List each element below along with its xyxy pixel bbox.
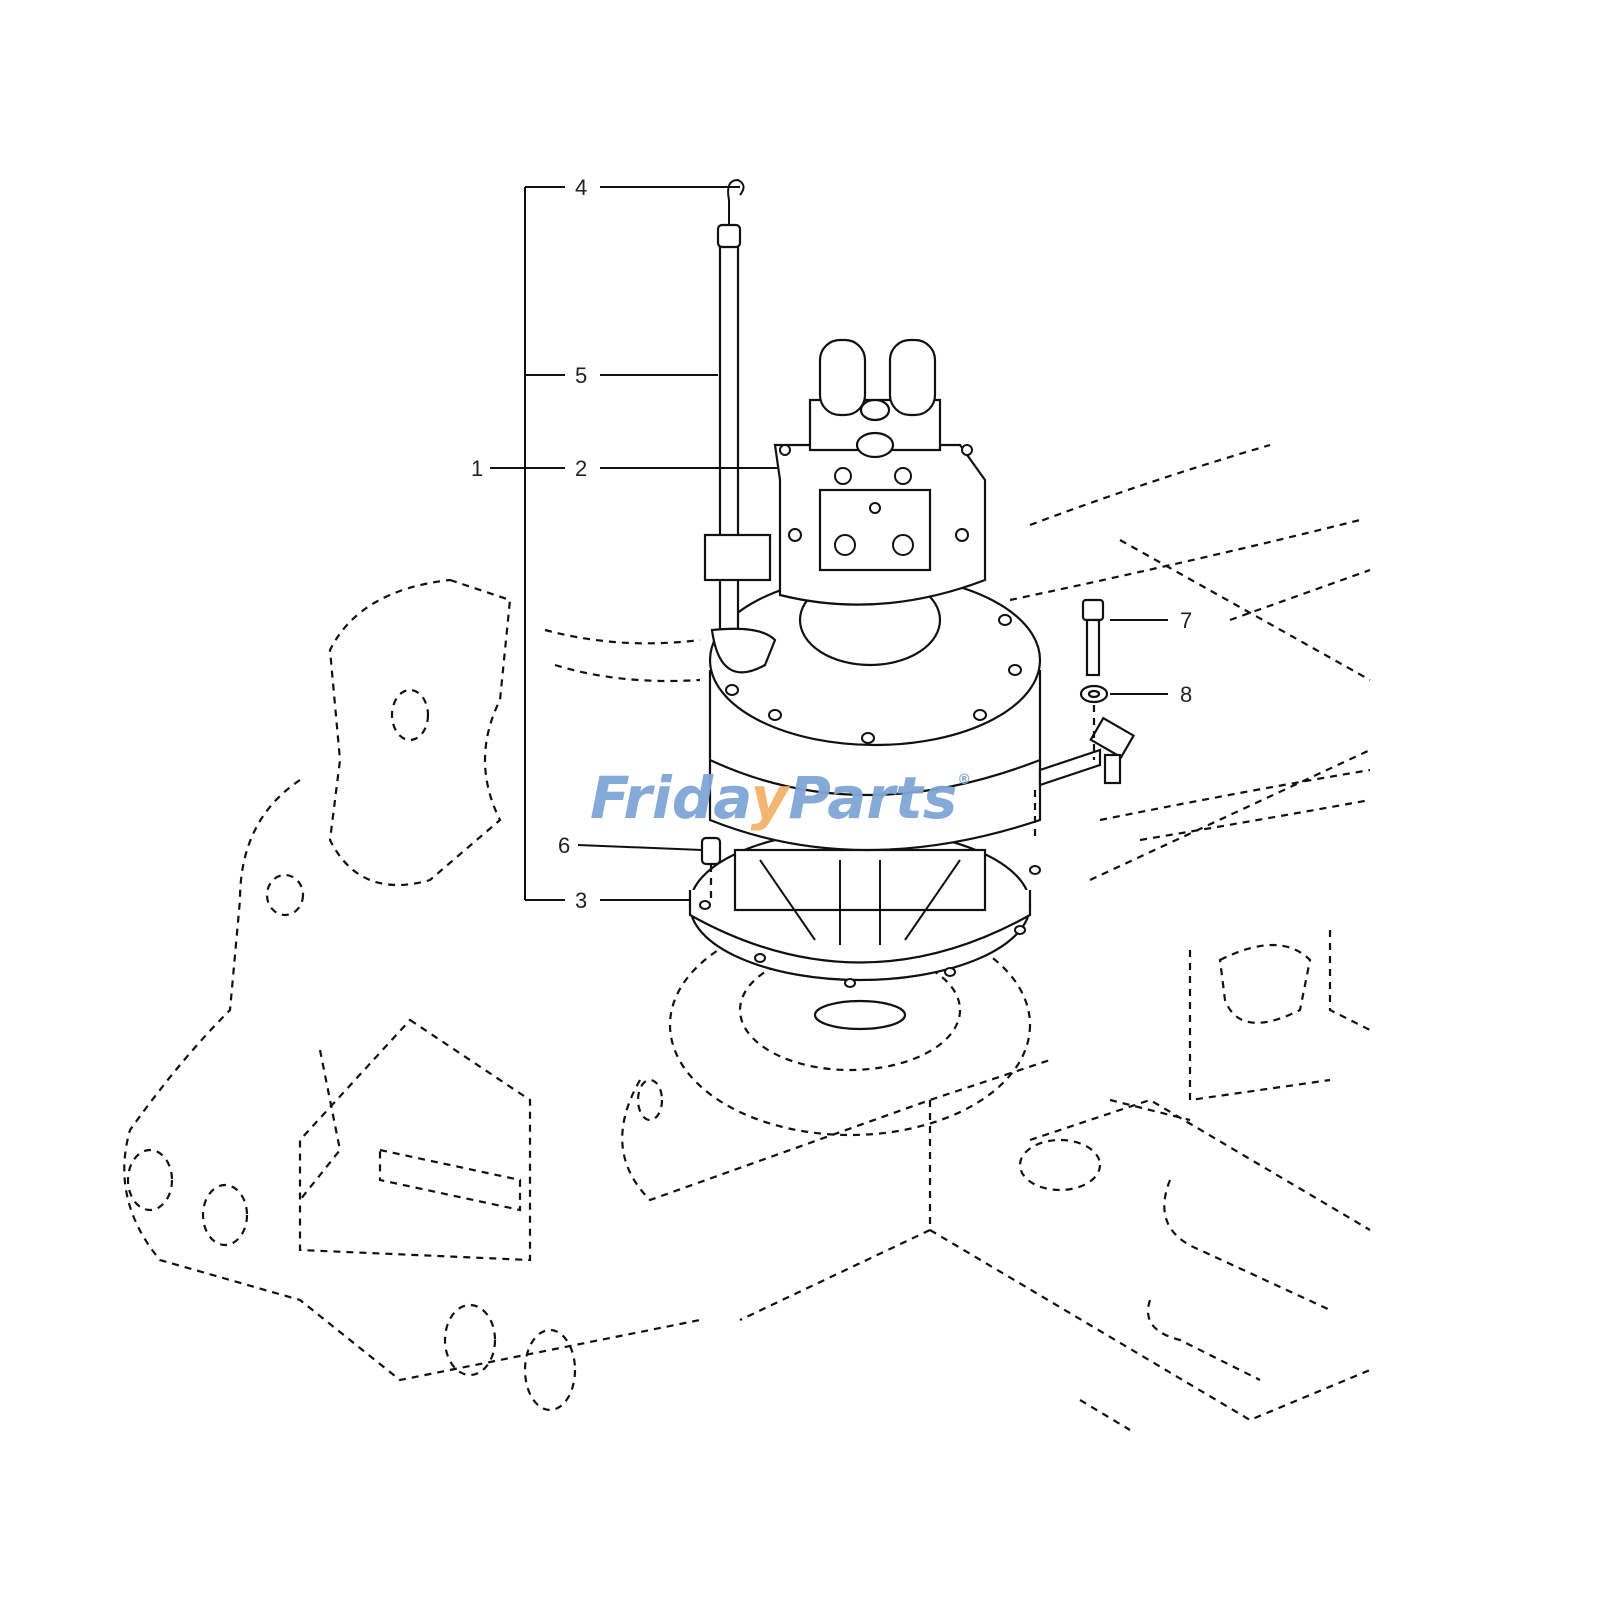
callout-5: 5 xyxy=(575,363,587,388)
watermark-text-y: y xyxy=(751,764,791,832)
callout-6: 6 xyxy=(558,833,570,858)
callout-labels: 1 2 3 4 5 6 7 8 xyxy=(471,175,1192,913)
callout-4: 4 xyxy=(575,175,587,200)
watermark-registered: ® xyxy=(957,772,971,788)
watermark-text-b: Parts xyxy=(788,764,957,832)
watermark-text-a: Frida xyxy=(590,764,751,832)
watermark-text: FridayParts® xyxy=(590,764,971,832)
callout-leaders xyxy=(490,186,1168,901)
callout-2: 2 xyxy=(575,456,587,481)
swing-motor-assembly xyxy=(688,178,1136,1031)
callout-8: 8 xyxy=(1180,682,1192,707)
callout-1: 1 xyxy=(471,456,483,481)
callout-3: 3 xyxy=(575,888,587,913)
callout-7: 7 xyxy=(1180,608,1192,633)
fridayparts-watermark-logo: FridayParts® xyxy=(590,764,971,832)
